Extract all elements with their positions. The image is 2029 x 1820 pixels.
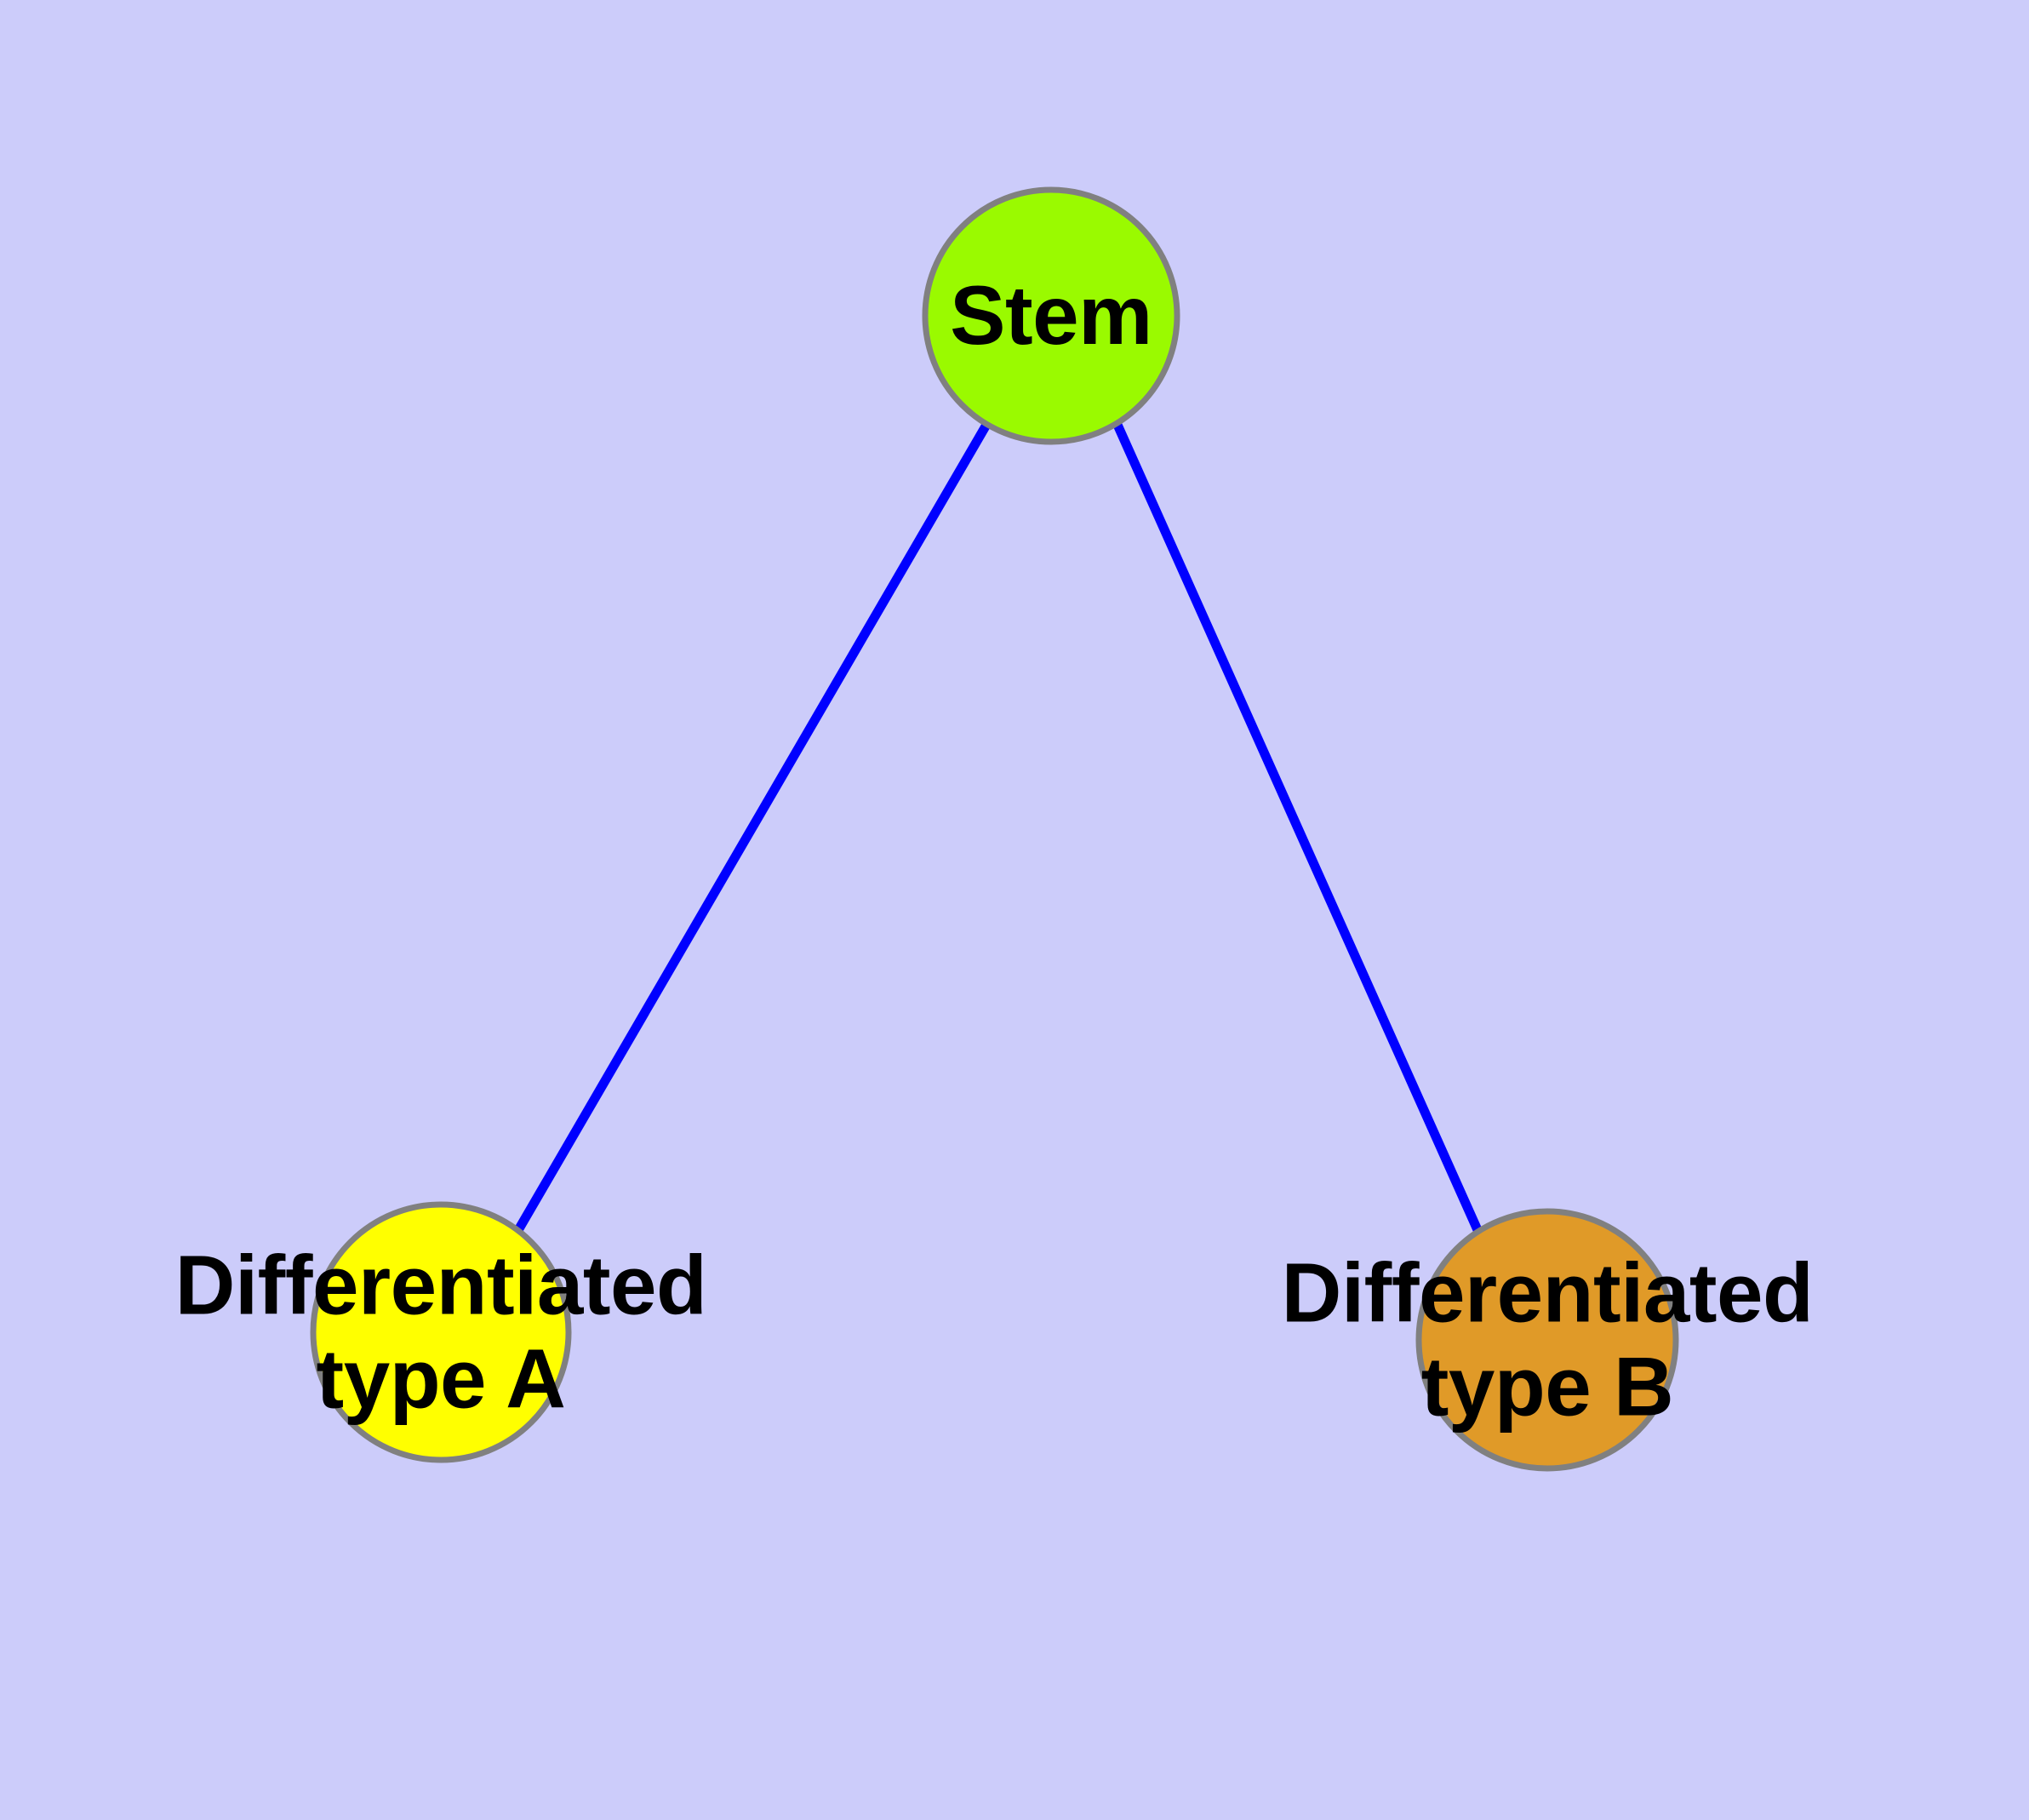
edge-stem-to-diff-a[interactable]	[513, 420, 992, 1235]
edge-layer	[513, 420, 1483, 1237]
edge-stem-to-diff-b[interactable]	[1112, 420, 1483, 1237]
node-circle-differentiated-type-b[interactable]	[1415, 1208, 1679, 1472]
node-layer	[310, 186, 1679, 1472]
node-circle-stem[interactable]	[922, 186, 1180, 445]
node-circle-differentiated-type-a[interactable]	[310, 1201, 572, 1463]
